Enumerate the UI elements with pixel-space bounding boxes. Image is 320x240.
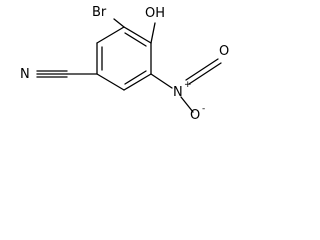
nitro-double-bond-1 bbox=[185, 58, 219, 81]
nitro-oxygen-bottom-label: O bbox=[190, 108, 200, 120]
molecule-structure: Br OH N N + O O - bbox=[20, 5, 229, 120]
bond-to-bromine bbox=[113, 18, 125, 28]
hydroxyl-label: OH bbox=[145, 6, 165, 21]
bond-to-hydroxyl bbox=[150, 22, 156, 44]
nitro-single-bond bbox=[180, 96, 194, 113]
bond-to-nitro bbox=[150, 73, 173, 89]
ring-double-bond-c1-c2 bbox=[124, 32, 147, 47]
ring-double-bond-c3-c4 bbox=[124, 70, 147, 85]
nitro-nitrogen-label: N bbox=[173, 85, 183, 100]
nitrile-nitrogen-label: N bbox=[20, 67, 30, 82]
nitro-double-bond-2 bbox=[188, 62, 222, 85]
nitro-negative-charge: - bbox=[202, 104, 205, 114]
bromine-label: Br bbox=[92, 5, 107, 20]
ring-bond-c4-c5 bbox=[96, 73, 125, 91]
benzene-ring bbox=[96, 26, 152, 91]
ring-bond-c1-c2 bbox=[123, 26, 152, 44]
ring-bond-c6-c1 bbox=[96, 26, 125, 44]
nitro-oxygen-top-label: O bbox=[219, 44, 229, 59]
nitro-positive-charge: + bbox=[184, 80, 192, 90]
ring-bond-c3-c4 bbox=[123, 73, 152, 91]
